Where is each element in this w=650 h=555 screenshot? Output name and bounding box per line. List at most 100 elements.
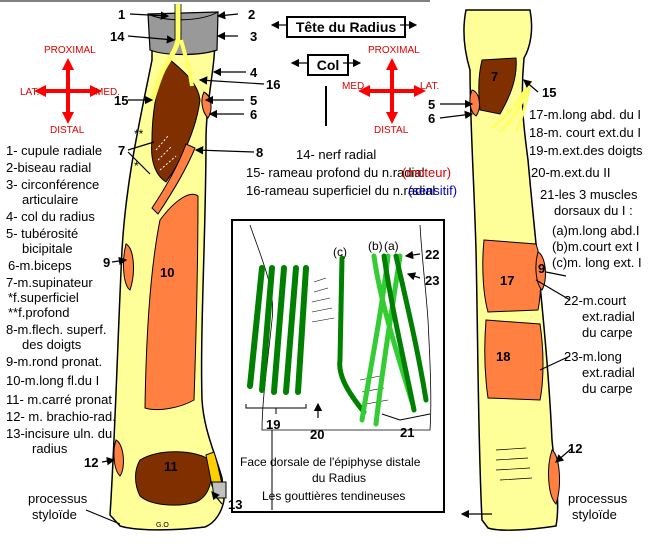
legend-item: 22-m.court (564, 293, 627, 308)
right-supinator (478, 57, 517, 115)
legend-item: articulaire (22, 192, 79, 207)
label-10: 10 (160, 265, 175, 280)
left-compass-proximal: PROXIMAL (44, 45, 96, 56)
label-3: 3 (250, 29, 258, 44)
legend-item: du carpe (582, 381, 633, 396)
right-radius (463, 9, 560, 531)
mark-double-star: ** (134, 127, 144, 141)
legend-nerve: 14- nerf radial (296, 147, 377, 162)
label-12: 12 (84, 455, 99, 470)
legend-item: 23-m.long (564, 349, 622, 364)
label-14: 14 (110, 29, 125, 44)
legend-item: **f.profond (8, 305, 70, 320)
right-styloid-label-1: processus (568, 491, 628, 506)
left-pointer-lines (85, 11, 265, 525)
legend-item: 3- circonférence (6, 177, 100, 192)
legend-item: (a)m.long abd.I (552, 223, 640, 238)
legend-item: 4- col du radius (6, 209, 95, 224)
left-radial-nerve (149, 4, 181, 103)
left-radius-cupule (147, 11, 219, 21)
legend-item: 18-m. court ext.du I (529, 125, 641, 140)
legend-item: du carpe (582, 325, 633, 340)
inset-label-22: 22 (425, 247, 440, 262)
left-compass-lat: LAT. (20, 87, 40, 98)
label-8: 8 (256, 145, 264, 160)
head-title-box: Tête du Radius (286, 16, 406, 38)
right-compass-lat: LAT. (420, 81, 440, 92)
inset-brace-21 (381, 413, 431, 421)
label-9: 9 (103, 255, 111, 270)
legend-item: (c)m. long ext. I (552, 255, 642, 270)
legend-item: 20-m.ext.du II (531, 165, 611, 180)
legend-item: ext.radial (582, 365, 635, 380)
right-extensor-short (484, 319, 544, 401)
legend-item: 9-m.rond pronat. (6, 354, 103, 369)
right-compass-med: MED. (342, 81, 367, 92)
left-brachioradialis (113, 439, 124, 477)
legend-item: 6-m.biceps (8, 258, 72, 273)
inset-caption-1: Face dorsale de l'épiphyse distale (240, 455, 421, 469)
inset-caption-3: Les gouttières tendineuses (262, 489, 406, 503)
right-label-15: 15 (542, 85, 557, 100)
mark-single-star: * (134, 159, 139, 173)
left-compass-distal: DISTAL (50, 125, 85, 136)
legend-item: ext.radial (582, 309, 635, 324)
inset-panel (231, 219, 445, 513)
right-biceps-insertion (469, 89, 480, 117)
inset-brace-19 (245, 404, 307, 414)
right-compass-proximal: PROXIMAL (368, 45, 420, 56)
right-label-9: 9 (538, 261, 546, 276)
legend-item: 17-m.long abd. du I (529, 107, 642, 122)
right-compass-distal: DISTAL (374, 125, 409, 136)
right-nerve-branches (491, 79, 532, 134)
left-flexor-pollicis-longus (144, 193, 199, 411)
inset-tendon-20 (337, 255, 367, 415)
inset-tendons-19 (247, 265, 309, 395)
left-styloid-label-1: processus (28, 491, 88, 506)
left-styloid-label-2: styloïde (32, 507, 77, 522)
inset-label-23: 23 (425, 273, 440, 288)
legend-item: 11- m.carré pronat (6, 392, 112, 407)
left-legend: 1- cupule radiale 2-biseau radial 3- cir… (4, 144, 120, 455)
label-1: 1 (118, 7, 126, 22)
legend-item: *f.superficiel (8, 290, 79, 305)
right-label-5: 5 (428, 97, 436, 112)
left-compass-med: MED. (95, 87, 120, 98)
left-flexor-superficialis (151, 143, 196, 215)
label-5: 5 (250, 93, 258, 108)
label-6: 6 (250, 107, 258, 122)
left-styloid-cap (211, 481, 227, 499)
label-13: 13 (228, 497, 243, 512)
inset-tendons-22-23 (381, 253, 429, 413)
label-2: 2 (248, 7, 256, 22)
legend-item: bicipitale (22, 241, 73, 256)
legend-item: 21-les 3 muscles (540, 187, 638, 202)
label-7: 7 (118, 143, 126, 158)
legend-item: dorsaux du I : (554, 203, 633, 218)
neck-title: Col (316, 57, 340, 73)
right-label-6: 6 (428, 111, 436, 126)
inset-label-20: 20 (310, 427, 325, 442)
label-16: 16 (266, 77, 281, 92)
left-pronator-quadratus (135, 451, 212, 506)
right-label-18: 18 (496, 349, 511, 364)
legend-item: 10-m.long fl.du I (6, 373, 100, 388)
legend-superficial-branch: 16-rameau superficiel du n.radial (246, 183, 436, 198)
right-orientation-compass (358, 58, 426, 124)
right-tendon-grooves (495, 447, 533, 481)
inset-letter-b: (b) (368, 239, 383, 253)
left-supinator (151, 57, 201, 183)
right-label-12: 12 (568, 441, 583, 456)
left-orientation-compass (34, 58, 102, 124)
inset-letter-c: (c) (333, 245, 347, 259)
inset-caption-2: du Radius (312, 471, 367, 485)
legend-item: 7-m.supinateur (6, 275, 93, 290)
left-superficial-branch (179, 39, 194, 87)
right-label-17: 17 (500, 273, 515, 288)
right-styloid-label-2: styloïde (572, 507, 617, 522)
head-title: Tête du Radius (295, 19, 397, 35)
inset-label-19: 19 (266, 417, 281, 432)
left-radius (109, 4, 227, 531)
